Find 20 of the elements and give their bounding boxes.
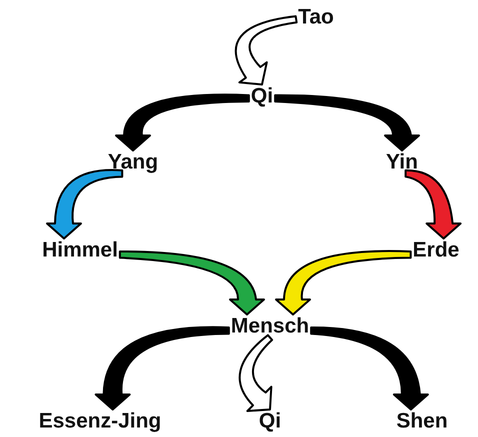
node-label: Mensch — [228, 314, 312, 338]
node-label: Erde — [410, 238, 462, 262]
curved-arrow — [274, 94, 420, 152]
node-label: Tao — [296, 5, 336, 29]
node-label: Essenz-Jing — [36, 409, 164, 433]
curved-arrow — [235, 15, 298, 86]
node-label: Yin — [384, 150, 420, 174]
node-label: Himmel — [40, 238, 120, 262]
curved-arrow — [310, 326, 429, 410]
curved-arrow — [118, 250, 265, 316]
curved-arrow — [238, 334, 274, 412]
curved-arrow — [46, 169, 124, 240]
node-label: Shen — [394, 409, 450, 433]
node-label: Qi — [256, 409, 284, 433]
node-label: Yang — [106, 150, 160, 174]
curved-arrow — [404, 169, 462, 240]
node-label: Qi — [248, 84, 276, 108]
curved-arrow — [115, 94, 250, 152]
curved-arrow — [275, 250, 412, 316]
curved-arrow — [94, 326, 230, 410]
